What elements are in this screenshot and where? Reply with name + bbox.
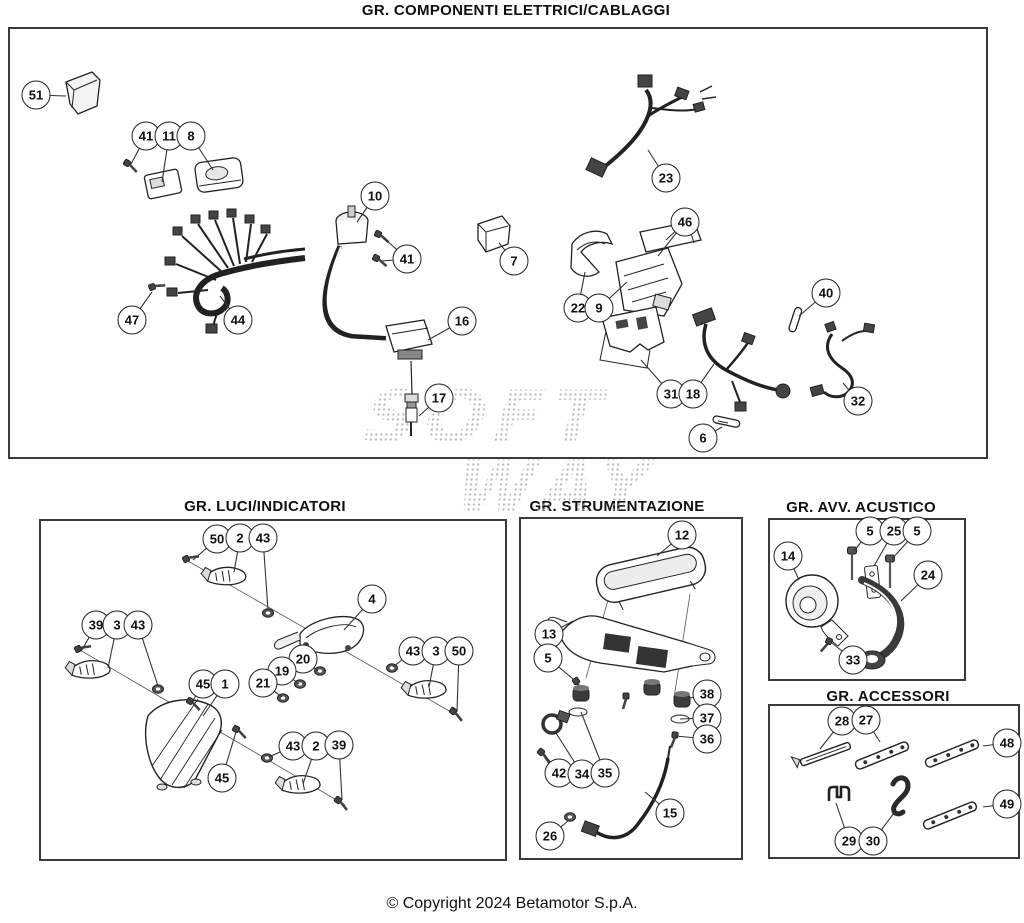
callout-luci-43-5: 43 <box>123 610 153 640</box>
part-harness-23 <box>585 74 717 178</box>
callout-accessori-48-2: 48 <box>992 728 1022 758</box>
callout-luci-50-15: 50 <box>444 636 474 666</box>
callout-strumentazione-12-0: 12 <box>667 520 697 550</box>
section-title-componenti: GR. COMPONENTI ELETTRICI/CABLAGGI <box>361 2 671 19</box>
callout-componenti-6-18: 6 <box>688 423 718 453</box>
callout-accessori-30-5: 30 <box>858 826 888 856</box>
callout-componenti-47-12: 47 <box>117 305 147 335</box>
callout-luci-1-11: 1 <box>210 669 240 699</box>
callout-strumentazione-36-5: 36 <box>692 724 722 754</box>
part-horn-14 <box>785 574 849 647</box>
callout-strumentazione-35-8: 35 <box>590 758 620 788</box>
part-relay-11 <box>143 168 183 200</box>
part-strap-28 <box>790 741 852 769</box>
callout-componenti-18-17: 18 <box>678 379 708 409</box>
callout-componenti-51-0: 51 <box>21 80 51 110</box>
callout-luci-43-2: 43 <box>248 523 278 553</box>
callout-componenti-9-10: 9 <box>584 293 614 323</box>
part-clamp-34 <box>541 709 571 735</box>
callout-strumentazione-5-2: 5 <box>533 643 563 673</box>
callout-strumentazione-26-10: 26 <box>535 821 565 851</box>
callout-avv-acustico-24-4: 24 <box>913 560 943 590</box>
part-hook-30 <box>890 775 911 817</box>
callout-luci-43-13: 43 <box>398 636 428 666</box>
callout-componenti-41-5: 41 <box>392 244 422 274</box>
section-title-strumentazione: GR. STRUMENTAZIONE <box>529 498 704 515</box>
part-speedometer-12 <box>595 546 707 611</box>
section-title-avv-acustico: GR. AVV. ACUSTICO <box>786 499 936 516</box>
part-key-switch-9 <box>615 247 683 317</box>
callout-componenti-17-15: 17 <box>424 383 454 413</box>
part-switch-cover-51 <box>65 71 101 115</box>
section-box-accessori <box>768 704 1020 859</box>
callout-componenti-44-13: 44 <box>223 305 253 335</box>
section-box-strumentazione <box>519 517 743 860</box>
callout-strumentazione-13-1: 13 <box>534 619 564 649</box>
part-switch-cover-22 <box>570 230 614 277</box>
callout-componenti-11-2: 11 <box>154 121 184 151</box>
part-clip-29 <box>827 785 851 801</box>
part-main-harness-44 <box>164 208 306 334</box>
section-title-accessori: GR. ACCESSORI <box>826 688 950 705</box>
part-pin-40 <box>788 306 803 333</box>
part-cable-32 <box>809 320 876 399</box>
part-cdi-unit-8 <box>194 157 244 193</box>
callout-componenti-10-4: 10 <box>360 181 390 211</box>
part-cable-15 <box>580 745 671 840</box>
callout-avv-acustico-33-5: 33 <box>838 645 868 675</box>
part-spark-plug-17 <box>404 360 419 436</box>
callout-componenti-32-19: 32 <box>843 386 873 416</box>
callout-avv-acustico-5-2: 5 <box>902 516 932 546</box>
callout-strumentazione-15-9: 15 <box>655 798 685 828</box>
callout-accessori-49-3: 49 <box>992 789 1022 819</box>
part-bracket-31 <box>599 306 665 369</box>
part-spark-plug-cap-16 <box>385 319 433 360</box>
callout-luci-45-12: 45 <box>207 763 237 793</box>
section-box-componenti <box>8 27 988 459</box>
section-title-luci: GR. LUCI/INDICATORI <box>184 498 346 515</box>
callout-componenti-8-3: 8 <box>176 121 206 151</box>
part-rubber-mount-7 <box>477 215 511 253</box>
callout-componenti-16-14: 16 <box>447 306 477 336</box>
callout-luci-4-6: 4 <box>357 584 387 614</box>
part-washer-35 <box>568 707 588 717</box>
callout-componenti-46-8: 46 <box>670 207 700 237</box>
callout-luci-21-9: 21 <box>248 668 278 698</box>
section-box-luci <box>39 519 507 861</box>
copyright: © Copyright 2024 Betamotor S.p.A. <box>386 895 638 912</box>
callout-luci-39-18: 39 <box>324 730 354 760</box>
callout-avv-acustico-5-0: 5 <box>855 516 885 546</box>
part-pin-6 <box>712 415 741 428</box>
callout-componenti-7-6: 7 <box>499 246 529 276</box>
callout-accessori-27-1: 27 <box>851 705 881 735</box>
part-cable-18 <box>691 307 791 412</box>
part-ignition-coil-10 <box>322 205 387 341</box>
callout-avv-acustico-14-3: 14 <box>773 541 803 571</box>
callout-componenti-23-7: 23 <box>651 163 681 193</box>
callout-componenti-40-11: 40 <box>811 278 841 308</box>
